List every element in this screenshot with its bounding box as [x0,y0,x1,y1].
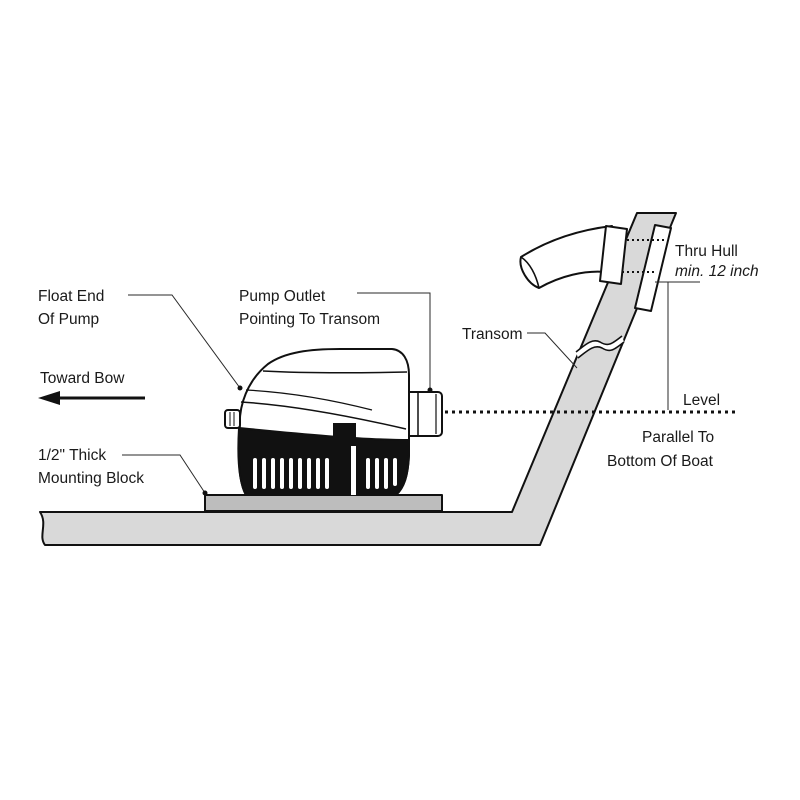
hull-bottom-and-transom [39,212,677,546]
intake-slot [307,458,311,489]
pump-switch-window [333,423,356,442]
pump-outlet-leader [357,292,431,390]
intake-slot [316,458,320,489]
intake-slot [289,458,293,489]
intake-slot [280,458,284,489]
float-end-leader-dot [237,385,243,391]
pump-outlet-leader-dot [427,387,433,393]
float-end-label-line1: Float End [38,288,104,305]
mounting-block-leader [122,454,206,494]
thru-hull-label-line1: Thru Hull [675,243,738,260]
mounting-block-label-line2: Mounting Block [38,470,144,487]
bilge-pump [224,348,443,496]
intake-slot [271,458,275,489]
intake-slot [325,458,329,489]
parallel-label-line2: Bottom Of Boat [607,453,714,470]
transom-break-line-upper [575,335,623,353]
level-label: Level [683,392,720,409]
intake-slot [262,458,266,489]
pump-outlet-label-line1: Pump Outlet [239,288,326,305]
discharge-hose [519,225,613,289]
mounting-block-leader-dot [202,490,208,496]
mounting-block-label-line1: 1/2" Thick [38,447,106,464]
mounting-block [204,494,443,512]
intake-slot [384,458,388,489]
parallel-label-line1: Parallel To [642,429,714,446]
toward-bow-label: Toward Bow [40,370,125,387]
transom-leader [527,332,578,369]
float-end-leader [128,294,241,389]
float-end-label-line2: Of Pump [38,311,99,328]
intake-slot [375,458,379,489]
intake-slot [253,458,257,489]
pump-base-divider [351,446,356,495]
pump-float-knob [224,409,241,429]
intake-slot [393,458,397,486]
pump-sweep-line [240,401,407,430]
arrow-head [38,391,60,405]
pump-contour-line [245,389,373,411]
hose-opening-line [520,256,540,289]
thru-hull-outer-flange [634,224,672,312]
transom-label: Transom [462,326,523,343]
pump-lid-seam [262,370,408,374]
transom-break-line-lower [577,341,625,359]
intake-slot [366,458,370,489]
intake-slot [298,458,302,489]
arrow-left-icon [38,391,145,405]
thru-hull-label-line2: min. 12 inch [675,263,759,280]
pump-intake-slots [253,458,397,489]
pump-outlet-label-line2: Pointing To Transom [239,311,380,328]
thru-hull-inner-flange [599,225,628,285]
